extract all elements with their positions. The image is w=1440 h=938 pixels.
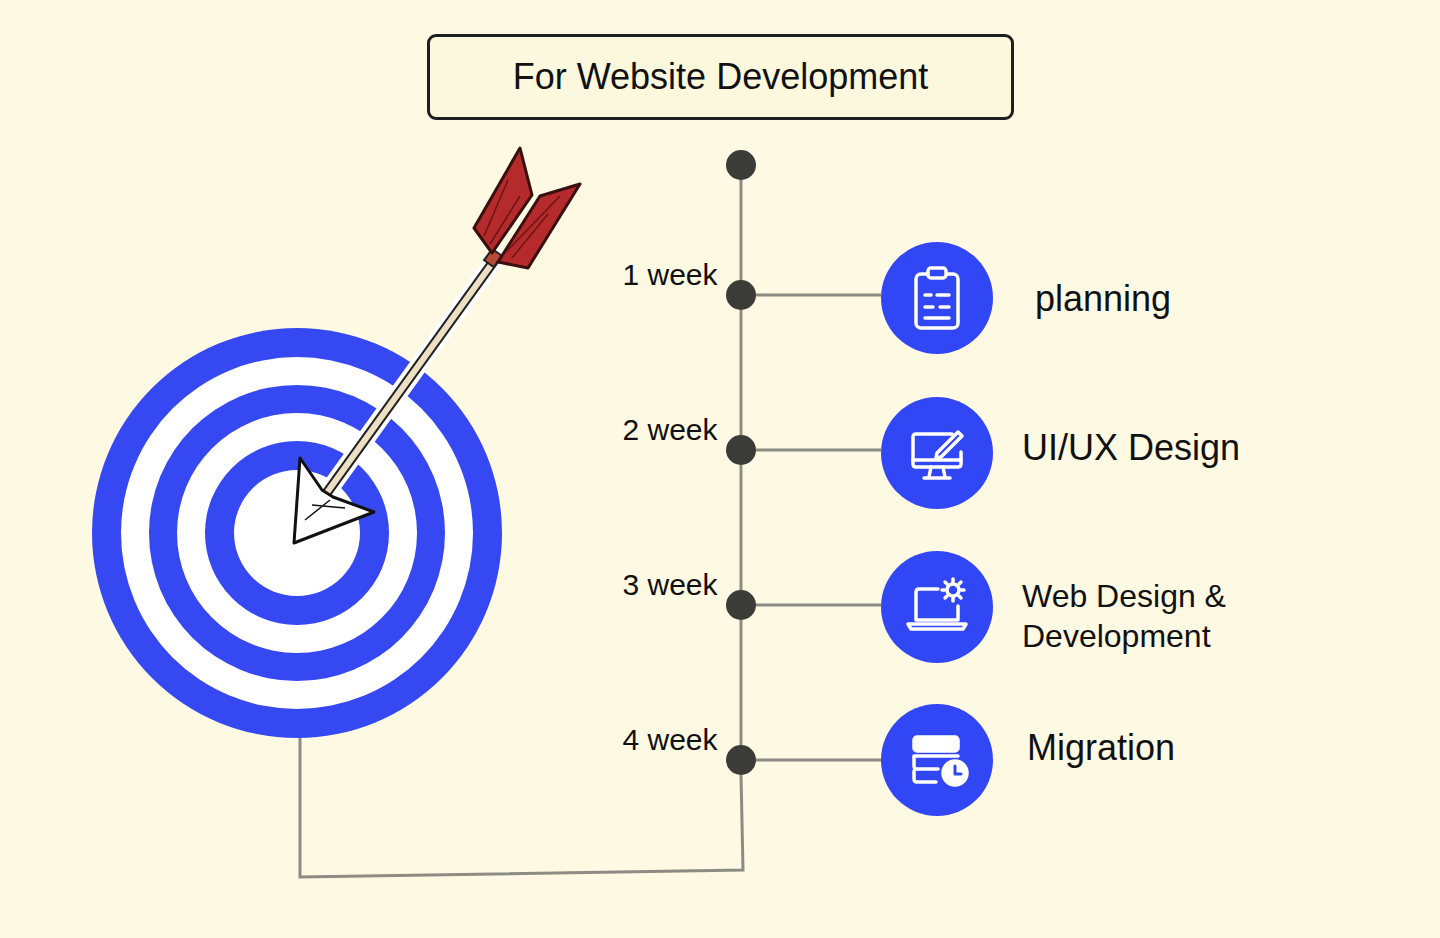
icons [908,268,967,785]
step-circle [881,242,993,354]
target-ring [92,328,502,738]
target [92,328,502,738]
step-circle [881,551,993,663]
arrow-halo [318,258,496,505]
connector-line [756,604,881,607]
title-text: For Website Development [513,56,929,98]
step-circle [881,704,993,816]
step-label: planning [1035,276,1171,321]
step-label: Migration [1027,725,1175,770]
server-clock-icon [914,737,967,785]
arrow-head-detail [305,500,345,520]
step-circle: UI/UX Design [881,397,993,509]
target-ring [177,413,417,653]
connector-line [740,310,743,435]
connector-line [740,620,743,745]
laptop-icon [908,579,966,629]
arrow-shaft [318,258,496,505]
timeline-dot [726,150,756,180]
timeline-wire [300,738,743,877]
fletching-lines [484,180,560,258]
title-box: For Website Development [427,34,1014,120]
week-label: 1 week [615,252,725,297]
connector-line [756,294,881,297]
timeline-dot: 3 week [726,590,756,620]
connector-line [756,759,881,762]
target-ring [149,385,445,681]
step-circle [881,397,993,509]
step-circle: planning [881,242,993,354]
step-label: UI/UX Design [1022,425,1240,470]
connector-line [740,465,743,590]
week-label: 2 week [615,407,725,452]
arrow-illustration [294,148,580,543]
week-label: 3 week [615,562,725,607]
step-circles [881,242,993,816]
timeline-dot: 1 week [726,280,756,310]
arrow-shaft [318,258,496,505]
target-ring [121,357,473,709]
step-circle: Web Design & Development [881,551,993,663]
timeline-wire [740,165,743,280]
step-label: Web Design & Development [1022,576,1292,656]
timeline-dot: 2 week [726,435,756,465]
arrow-head [294,458,374,543]
clipboard-icon [916,268,958,328]
connector-line [756,449,881,452]
monitor-icon [913,432,962,478]
target-ring [205,441,389,625]
timeline-dot: 4 week [726,745,756,775]
step-circle: Migration [881,704,993,816]
week-label: 4 week [615,717,725,762]
